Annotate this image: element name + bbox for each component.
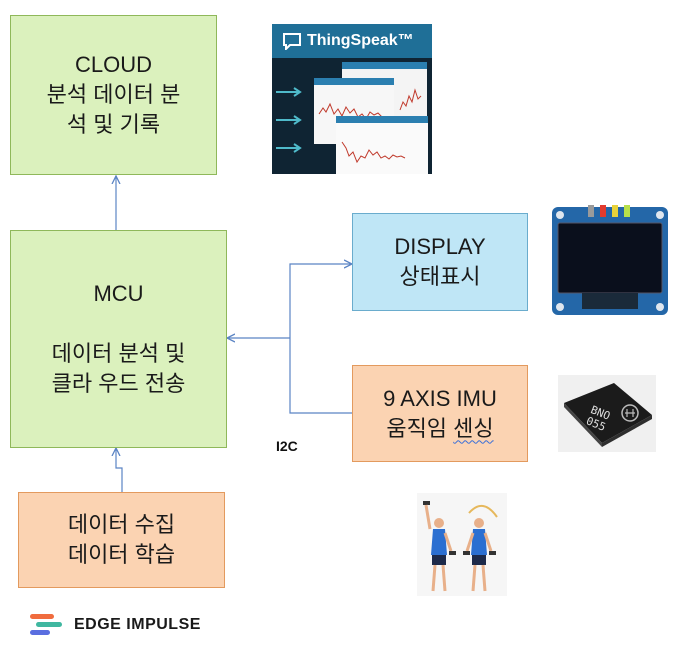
cloud-title: CLOUD xyxy=(74,52,152,77)
arrow-data-to-mcu xyxy=(116,448,123,492)
cloud-box: CLOUD 분석 데이터 분 석 및 기록 xyxy=(10,15,217,175)
mcu-title: MCU xyxy=(93,281,144,306)
exercise-image xyxy=(417,493,507,596)
edge-impulse-logo: EDGE IMPULSE xyxy=(30,612,201,638)
thingspeak-image: ThingSpeak™ xyxy=(272,24,432,174)
mcu-desc-1: 데이터 분석 및 xyxy=(51,341,186,366)
cloud-desc-1: 분석 데이터 분 xyxy=(46,82,181,107)
i2c-label: I2C xyxy=(276,438,298,454)
line-imu-to-bus xyxy=(289,338,352,414)
data-collect-line-2: 데이터 학습 xyxy=(67,542,176,567)
edge-impulse-icon xyxy=(30,614,62,635)
oled-display-image xyxy=(552,205,668,318)
thingspeak-logo: ThingSpeak™ xyxy=(272,24,432,58)
mcu-desc-2: 클라 우드 전송 xyxy=(51,371,186,396)
data-collect-line-1: 데이터 수집 xyxy=(67,512,176,537)
display-title: DISPLAY xyxy=(394,234,486,259)
data-collect-box: 데이터 수집 데이터 학습 xyxy=(18,492,225,588)
cloud-desc-2: 석 및 기록 xyxy=(66,112,161,137)
arrow-bus-to-display xyxy=(289,264,352,338)
imu-box: 9 AXIS IMU 움직임 센싱 xyxy=(352,365,528,462)
mcu-box: MCU 데이터 분석 및 클라 우드 전송 xyxy=(10,230,227,448)
display-desc: 상태표시 xyxy=(399,264,481,289)
dumbbell-exercise-icon xyxy=(423,501,498,592)
chat-bubble-icon xyxy=(283,33,301,50)
thingspeak-dashboard xyxy=(276,62,428,174)
imu-title: 9 AXIS IMU xyxy=(383,385,497,411)
imu-desc: 움직임 센싱 xyxy=(386,415,494,441)
oled-module-icon xyxy=(552,205,668,315)
display-box: DISPLAY 상태표시 xyxy=(352,213,528,311)
bno055-chip-icon xyxy=(564,383,652,447)
imu-chip-image: BNO 055 xyxy=(558,375,656,452)
edge-impulse-name: EDGE IMPULSE xyxy=(74,616,201,633)
